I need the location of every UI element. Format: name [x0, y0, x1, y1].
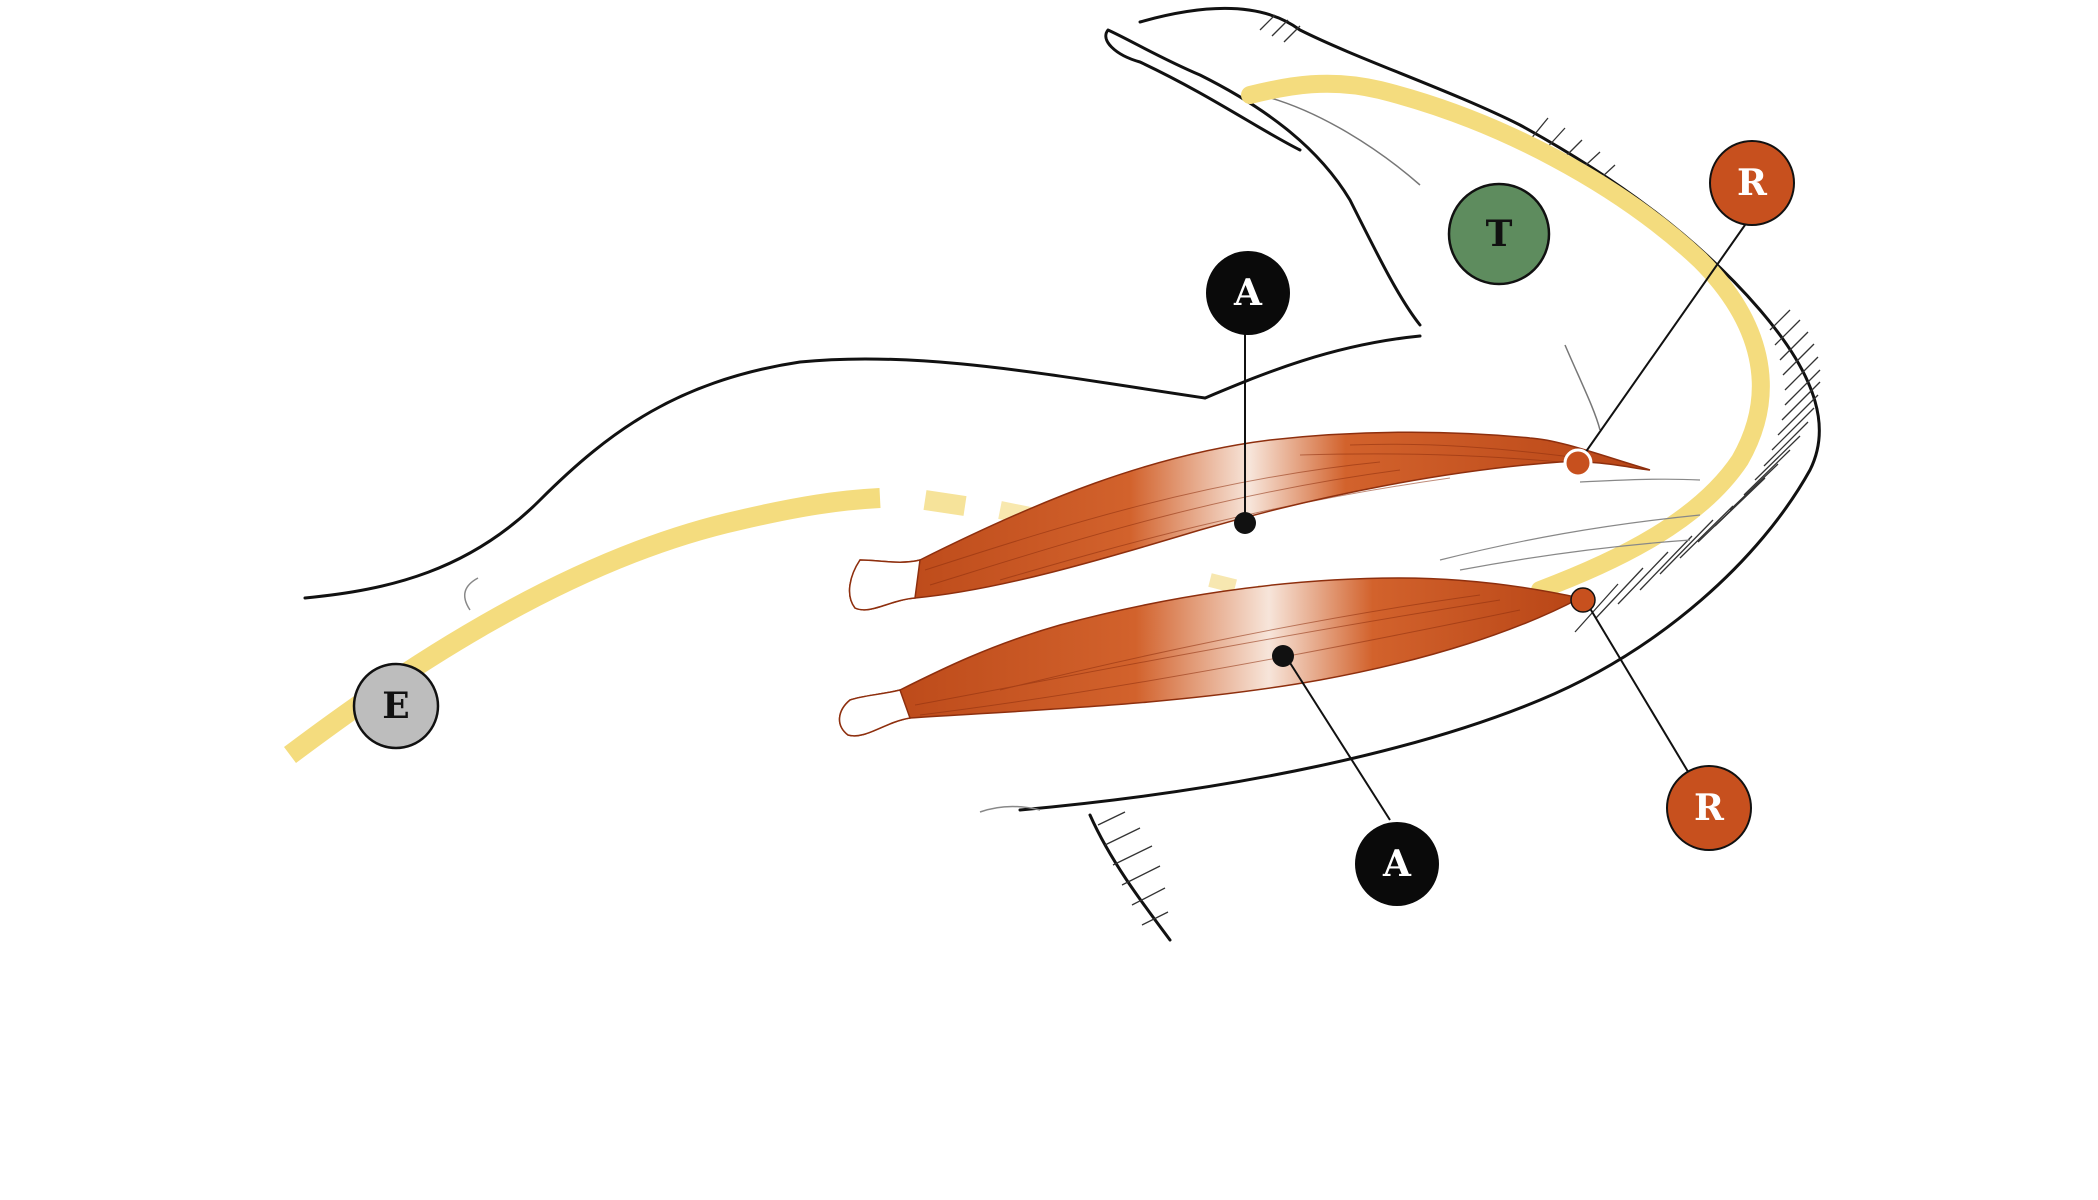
- tendon-lines: [1439, 478, 1701, 571]
- badge-A-lower-label: A: [1382, 843, 1412, 885]
- elbow-hatching: [1097, 14, 1821, 926]
- badge-A-upper-label: A: [1233, 272, 1263, 314]
- badge-R-upper: R: [1709, 140, 1795, 226]
- upper-muscle: [848, 431, 1651, 611]
- badge-E-label: E: [382, 685, 409, 727]
- badge-R-lower-label: R: [1694, 787, 1725, 829]
- badge-R-lower: R: [1666, 765, 1752, 851]
- badge-E: E: [352, 662, 440, 750]
- badge-T-label: T: [1486, 213, 1513, 255]
- badge-T-circle: [1447, 182, 1551, 286]
- badge-T: T: [1447, 182, 1551, 286]
- muscle-point-lower-dot: [1272, 645, 1294, 667]
- badge-A-upper-circle: [1206, 251, 1290, 335]
- badge-R-upper-circle: [1709, 140, 1795, 226]
- badge-A-lower-circle: [1355, 822, 1439, 906]
- badge-R-upper-label: R: [1737, 162, 1768, 204]
- badge-E-circle: [352, 662, 440, 750]
- arm-outline: [303, 6, 1821, 942]
- lower-muscle: [838, 577, 1583, 737]
- muscle-point-upper-dot: [1234, 512, 1256, 534]
- badge-A-lower: A: [1355, 822, 1439, 906]
- tendon-point-upper-dot: [1563, 448, 1593, 478]
- tendon-point-lower-dot: [1570, 587, 1596, 613]
- badge-R-lower-circle: [1666, 765, 1752, 851]
- badge-A-upper: A: [1206, 251, 1290, 335]
